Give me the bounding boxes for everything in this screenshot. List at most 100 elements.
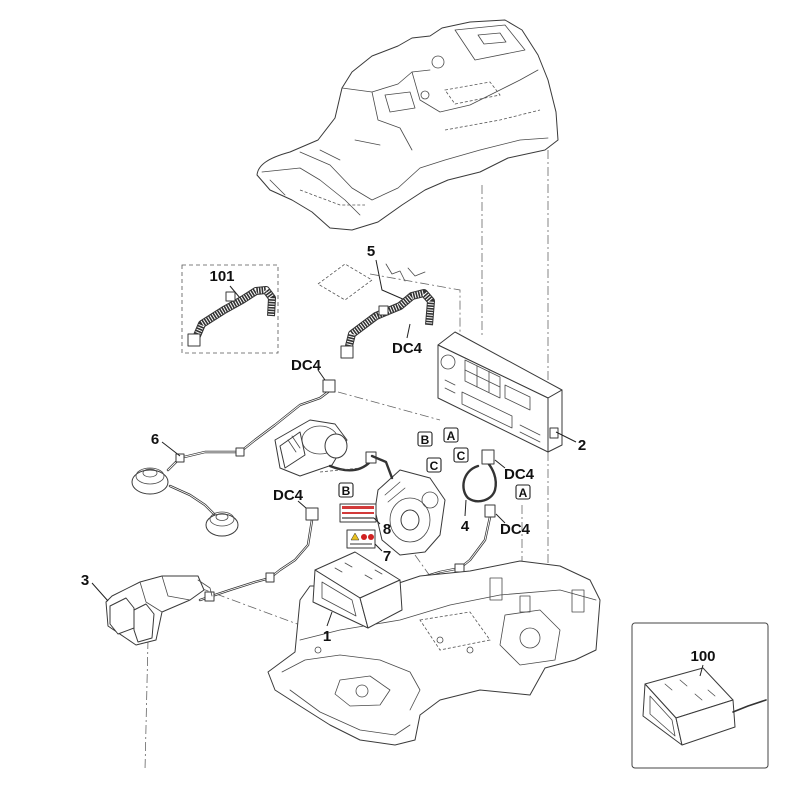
leader-2 [555, 431, 577, 443]
bracket-3-block-right [133, 603, 155, 643]
ref-c-left: C [430, 459, 439, 473]
part-101-group: 101 [181, 264, 279, 354]
sticker-7-warning-triangle [350, 532, 360, 541]
control-box-terminal [504, 384, 531, 411]
harness-6-branch-cable [168, 484, 216, 516]
callout-8: 8 [383, 521, 391, 538]
labels-8-7: 8 7 [339, 503, 391, 565]
drive-motor-left-ribs [287, 435, 301, 453]
chassis-post-2 [571, 589, 585, 613]
callout-dc4-harness: DC4 [291, 357, 322, 374]
leader-1 [326, 611, 333, 627]
battery-100-cord [732, 699, 767, 713]
drive-motor-center-flange [389, 497, 431, 543]
control-box-side-plug [549, 427, 559, 439]
leader-4 [464, 499, 467, 517]
ref-box-c-right [453, 447, 469, 463]
top-housing-ridge [341, 69, 431, 93]
ref-box-b-upper [417, 431, 433, 447]
sensor-5-wires [385, 263, 426, 282]
ref-box-a-lower [515, 484, 531, 500]
centerline-bracket-down [144, 639, 149, 771]
sticker-8-stripe-3 [342, 517, 374, 519]
part-6-harness: 6 DC4 [131, 357, 336, 537]
harness-6-main-cable-core [167, 391, 329, 471]
sensor-right-top [209, 511, 235, 527]
part-100-group: 100 [631, 622, 769, 769]
chassis-blade-mount [334, 675, 391, 707]
control-box-keypad [464, 359, 501, 399]
drive-motor-center [370, 454, 446, 556]
ribbon-101-connector-end [187, 333, 201, 347]
chassis-deck-edge [299, 589, 597, 641]
battery-1-label-panel [321, 581, 357, 617]
callout-2: 2 [578, 437, 586, 454]
chassis-wheel-hub-right [519, 627, 541, 649]
callout-dc4-ribbon: DC4 [392, 340, 423, 357]
battery-100-cell-marks [664, 679, 716, 701]
sensor-right-cap [215, 513, 229, 521]
bracket-3-cable [197, 579, 213, 597]
control-box-side-face [547, 389, 563, 453]
chassis-screw-3 [466, 646, 474, 654]
leader-8 [373, 517, 381, 525]
part-3-bracket: 3 [81, 572, 213, 646]
centerline-sensor-to-box [369, 273, 461, 332]
sensor-board-outline [317, 263, 373, 301]
chassis-blade-hub [355, 684, 369, 698]
ref-b-lower: B [342, 484, 351, 498]
ref-a-upper: A [447, 429, 456, 443]
callout-dc4-connector-right: DC4 [504, 466, 535, 483]
sticker-7-prohibition-2 [368, 534, 374, 540]
harness-6-clip-1 [175, 453, 185, 463]
control-box-round-port [440, 354, 456, 370]
leader-6 [161, 441, 181, 457]
leader-dc4-harness [317, 369, 326, 381]
chassis-post-3 [519, 595, 531, 613]
control-box-slots [444, 379, 541, 443]
sticker-8-stripe-1 [342, 506, 374, 509]
callout-5: 5 [367, 243, 375, 260]
callout-1: 1 [323, 628, 331, 645]
drive-motor-center-cable [370, 454, 394, 480]
top-housing-hidden-recess [444, 81, 501, 105]
top-housing-knob [431, 55, 445, 69]
top-housing-latch [384, 91, 416, 113]
leader-dc4-cable-right [495, 513, 506, 524]
callout-4: 4 [461, 518, 470, 535]
battery-1-cell-marks [334, 562, 383, 580]
chassis-front-bumper [289, 689, 411, 736]
callout-dc4-cable-left: DC4 [273, 487, 304, 504]
loop-cable-4-connector [481, 449, 495, 465]
chassis-wheel-well-right [499, 609, 561, 666]
drive-motor-left-gearbox [279, 431, 306, 469]
top-housing-rib-left [269, 139, 381, 196]
centerline-bracket-to-chassis [199, 587, 301, 655]
leader-5 [375, 259, 406, 301]
callout-7: 7 [383, 548, 391, 565]
cable-dc4-left-clip [265, 572, 275, 583]
drive-motor-center-ribs [384, 481, 406, 503]
part-1-battery: 1 [312, 551, 403, 645]
sticker-7-prohibition-1 [361, 534, 367, 540]
cable-dc4-right-connector [484, 504, 496, 518]
sensor-left-cap [142, 468, 158, 478]
ref-c-right: C [457, 449, 466, 463]
sensor-left-base [131, 469, 169, 495]
drive-motor-center-hub [400, 509, 420, 531]
part-2-control-box: 2 [437, 331, 586, 454]
part-100-option-box [631, 622, 769, 769]
leader-dc4-cable-left [297, 500, 307, 509]
drive-motor-left-wires [319, 467, 361, 473]
sensor-left-top [135, 467, 165, 485]
part-101-option-box [181, 264, 279, 354]
ribbon-cable-101-stripes [193, 287, 275, 340]
harness-6-clip-2 [235, 447, 245, 457]
leader-100 [699, 664, 704, 677]
leader-dc4-ribbon [406, 323, 411, 339]
reference-letters: B A C C A B [338, 427, 531, 500]
ribbon-dc4-connector-end [340, 345, 354, 359]
top-housing [256, 19, 559, 231]
callout-100: 100 [690, 648, 715, 665]
